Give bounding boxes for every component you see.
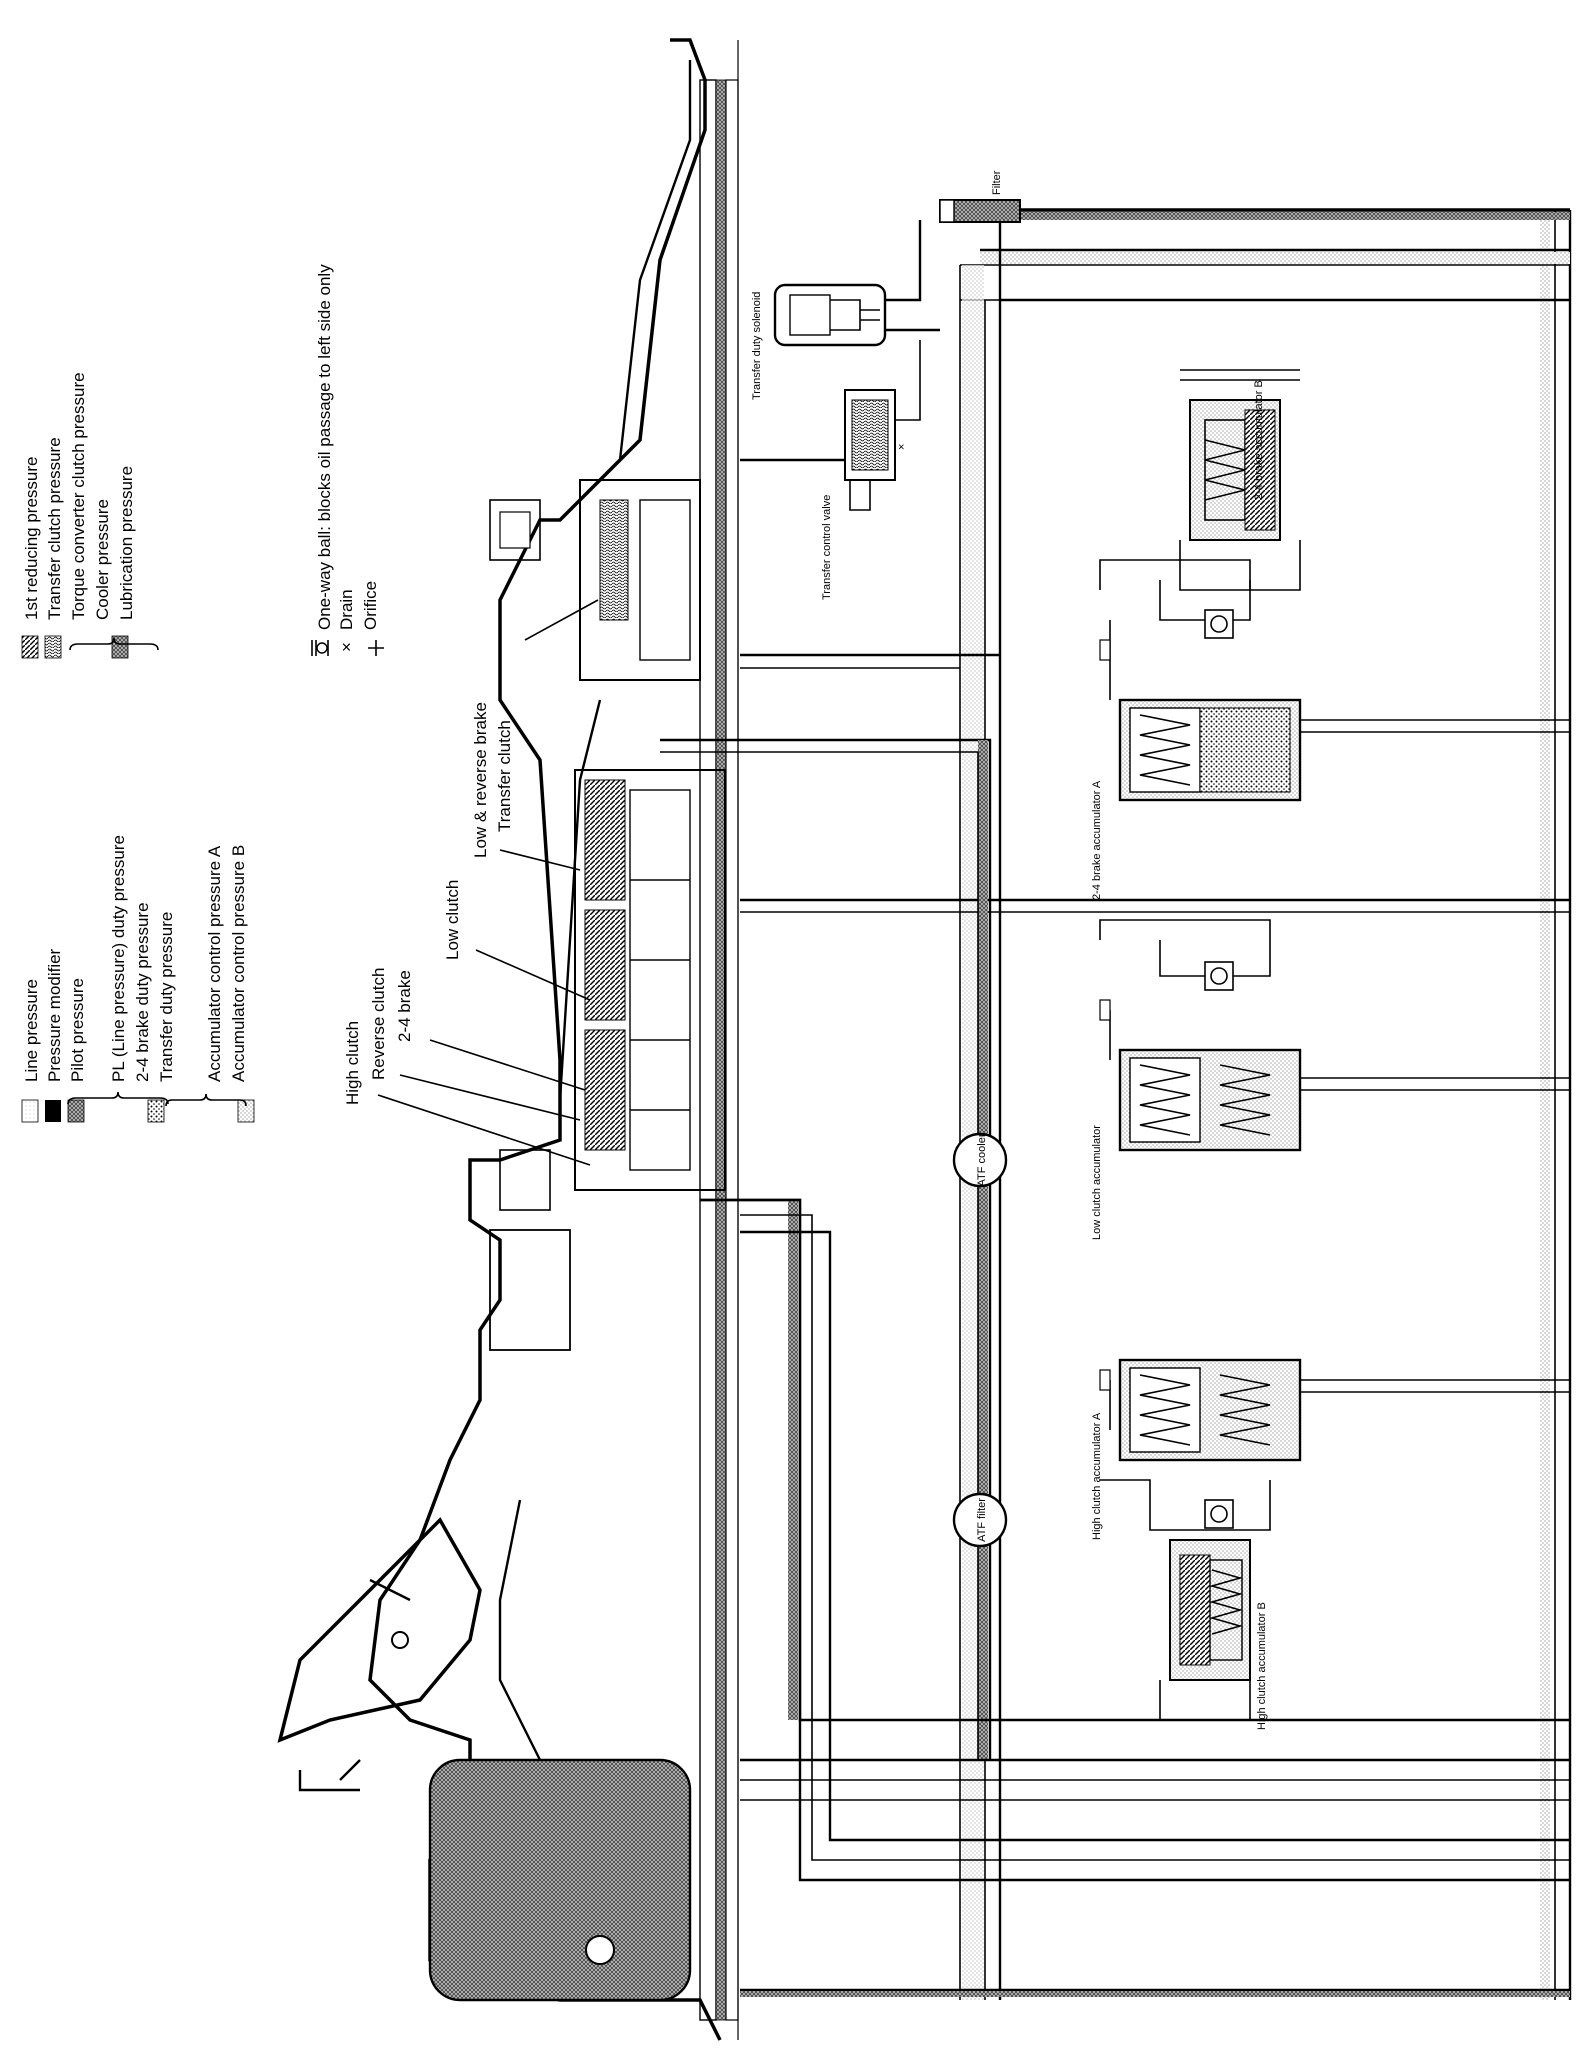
brace-cooler	[69, 637, 159, 651]
swatch-pilot-pressure	[67, 1099, 85, 1123]
hydraulic-passages	[660, 208, 1572, 2000]
one-way-ball-valve-1	[1099, 559, 1251, 639]
legend-col2-2: Torque converter clutch pressure	[69, 372, 88, 620]
legend-col2-3: Cooler pressure	[93, 499, 112, 620]
transmission-section	[277, 38, 739, 2041]
brace-accumulator	[165, 1093, 247, 1107]
legend-col1-0: Line pressure	[22, 979, 41, 1082]
legend-col1-5: Transfer duty pressure	[157, 912, 176, 1082]
mount-bracket	[277, 1517, 482, 1743]
filter-label: Filter	[991, 170, 1003, 195]
transfer-duty-solenoid-label: Transfer duty solenoid	[751, 292, 763, 400]
brake-24-accumulator-a: 2-4 brake accumulator A	[1091, 620, 1302, 900]
high-clutch-acc-b-label: High clutch accumulator B	[1256, 1602, 1268, 1730]
low-clutch-acc-label: Low clutch accumulator	[1091, 1125, 1103, 1240]
callout-low-clutch: Low clutch	[443, 880, 462, 960]
legend-col1-4: 2-4 brake duty pressure	[133, 902, 152, 1082]
atf-cooler-label: ATF cooler	[976, 1133, 988, 1186]
brake-24-acc-b-label: 2-4 brake accumulator B	[1253, 380, 1265, 500]
swatch-accumulator-pressure	[237, 1099, 255, 1123]
orifice-symbol	[368, 640, 384, 656]
legend-col2-1: Transfer clutch pressure	[45, 437, 64, 620]
atf-filter-label: ATF filter	[976, 1498, 988, 1542]
low-clutch-accumulator: Low clutch accumulator	[1091, 999, 1302, 1240]
transfer-duty-solenoid: Transfer duty solenoid	[751, 220, 940, 400]
legend-col1-1: Pressure modifier	[45, 948, 64, 1082]
callout-transfer-clutch: Transfer clutch	[495, 720, 514, 832]
brake-24-acc-a-label: 2-4 brake accumulator A	[1091, 780, 1103, 900]
legend-col2-4: Lubrication pressure	[117, 466, 136, 620]
brake-24-accumulator-b: 2-4 brake accumulator B	[1179, 369, 1301, 591]
drain-mark: ×	[896, 444, 908, 450]
swatch-duty-pressure	[147, 1099, 165, 1123]
swatch-transfer-clutch	[44, 635, 62, 659]
filter: Filter	[939, 170, 1021, 223]
callout-24-brake: 2-4 brake	[395, 970, 414, 1042]
callout-low-reverse-brake: Low & reverse brake	[471, 702, 490, 858]
transfer-control-valve-label: Transfer control valve	[821, 495, 833, 600]
callouts: High clutch Reverse clutch 2-4 brake Low…	[343, 599, 599, 1166]
transfer-control-valve: × Transfer control valve	[740, 340, 921, 600]
legend-col1-7: Accumulator control pressure B	[229, 845, 248, 1082]
callout-high-clutch: High clutch	[343, 1021, 362, 1105]
swatch-line-pressure	[21, 1099, 39, 1123]
legend-col2-0: 1st reducing pressure	[22, 457, 41, 620]
atf-cooler: ATF cooler	[952, 1132, 1008, 1188]
legend: Line pressure Pressure modifier Pilot pr…	[21, 264, 384, 1123]
swatch-pressure-modifier	[45, 1100, 61, 1122]
legend-col1-3: PL (Line pressure) duty pressure	[109, 835, 128, 1082]
high-clutch-accumulator-b: High clutch accumulator B	[1159, 1539, 1268, 1730]
high-clutch-accumulator-a: High clutch accumulator A	[1091, 1358, 1302, 1540]
atf-filter: ATF filter	[952, 1492, 1008, 1548]
legend-col1-6: Accumulator control pressure A	[205, 845, 224, 1082]
drain-symbol: ×	[337, 642, 356, 652]
legend-symbol-1: Drain	[337, 589, 356, 630]
legend-col1-2: Pilot pressure	[68, 978, 87, 1082]
swatch-cooler-lube	[111, 635, 129, 659]
swatch-1st-reducing	[21, 635, 39, 659]
one-way-ball-symbol	[311, 640, 329, 656]
brace-duty	[67, 1091, 169, 1105]
callout-reverse-clutch: Reverse clutch	[369, 968, 388, 1080]
legend-symbol-0: One-way ball: blocks oil passage to left…	[315, 264, 334, 630]
one-way-ball-valve-3	[1100, 1479, 1271, 1531]
one-way-ball-valve-2	[1099, 919, 1271, 991]
legend-symbol-2: Orifice	[361, 581, 380, 630]
high-clutch-acc-a-label: High clutch accumulator A	[1091, 1412, 1103, 1540]
